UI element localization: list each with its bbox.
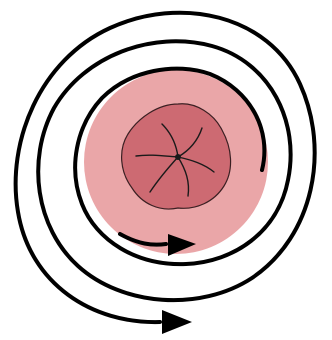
- outer-arrowhead: [162, 310, 192, 334]
- center-dot: [175, 154, 181, 160]
